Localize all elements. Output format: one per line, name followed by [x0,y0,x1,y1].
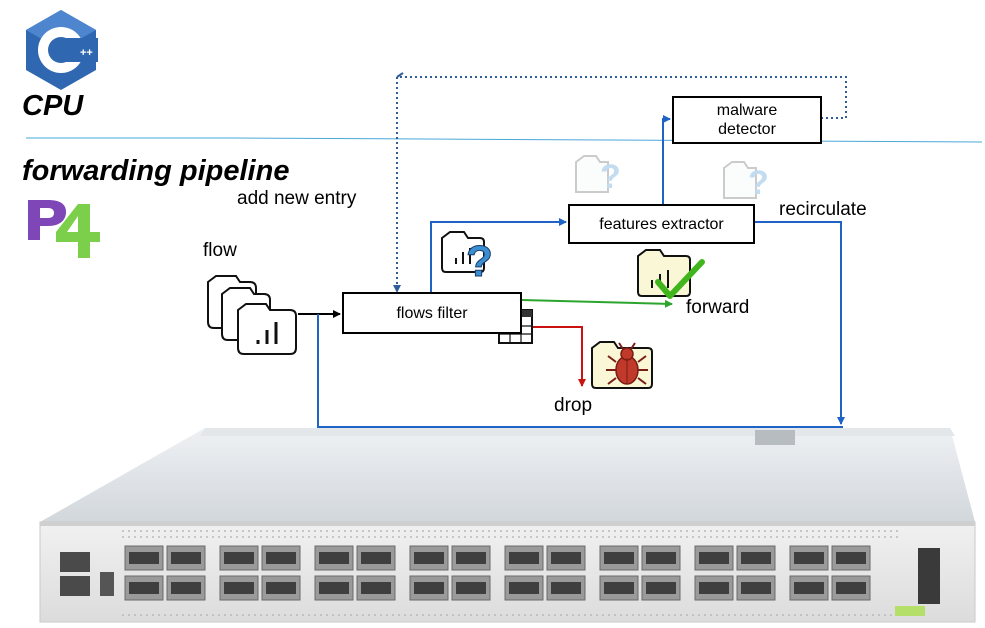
svg-text:?: ? [600,158,621,196]
switch-port-opening [224,582,254,594]
flow-stack-icon [207,275,297,355]
faded-query-folder-icon: ? [575,155,621,196]
switch-port-group [124,545,206,601]
switch-port-group [694,545,776,601]
recirculate-return-line [317,314,843,428]
svg-text:?: ? [466,237,493,286]
feedback-arrow-tip [396,72,404,78]
drop-label: drop [554,395,593,416]
add-entry-feedback-line [393,76,847,293]
add-new-entry-label: add new entry [237,188,357,209]
malware-detector-box: malware detector [672,96,822,144]
switch-port-opening [414,552,444,564]
switch-port-group [409,545,491,601]
switch-port-group [219,545,301,601]
switch-port-opening [456,582,486,594]
switch-port-opening [741,552,771,564]
check-folder-icon [637,249,705,299]
switch-port-opening [794,552,824,564]
network-switch-image [39,428,976,623]
recirculate-label: recirculate [779,199,867,220]
flows-filter-box: flows filter [342,292,522,334]
query-folder-icon: ? [441,231,493,287]
cpu-label: CPU [22,90,84,122]
bug-folder-icon [591,341,653,389]
p4-logo-icon [28,200,100,258]
switch-port-opening [551,552,581,564]
switch-port-opening [129,552,159,564]
switch-port-opening [224,552,254,564]
switch-port-opening [836,582,866,594]
switch-port-opening [646,582,676,594]
switch-port-opening [171,582,201,594]
cpp-logo-icon: ++ [26,10,98,90]
switch-port-opening [509,552,539,564]
cpu-divider-right [232,137,983,143]
filter-to-extractor-arrow [430,218,567,292]
switch-port-opening [699,582,729,594]
switch-port-opening [266,582,296,594]
switch-port-group [599,545,681,601]
switch-port-opening [319,552,349,564]
switch-port-group [789,545,871,601]
switch-port-opening [646,552,676,564]
switch-port-opening [836,552,866,564]
switch-port-opening [741,582,771,594]
switch-port-opening [361,552,391,564]
switch-port-opening [509,582,539,594]
recirculate-arrow [755,221,845,425]
switch-port-group [314,545,396,601]
switch-port-opening [604,582,634,594]
switch-port-opening [319,582,349,594]
svg-text:?: ? [748,164,769,202]
switch-port-group [504,545,586,601]
features-extractor-box: features extractor [568,204,755,244]
switch-port-opening [266,552,296,564]
switch-port-opening [604,552,634,564]
drop-arrow [532,326,586,387]
forward-arrow [521,299,673,308]
forward-label: forward [686,297,750,318]
switch-port-opening [361,582,391,594]
switch-port-opening [551,582,581,594]
switch-port-opening [171,552,201,564]
extractor-to-detector-arrow [662,115,671,204]
switch-port-opening [794,582,824,594]
switch-port-opening [456,552,486,564]
switch-port-opening [414,582,444,594]
flow-label: flow [203,240,237,261]
svg-text:++: ++ [80,47,93,59]
pipeline-label: forwarding pipeline [22,155,290,187]
switch-port-opening [129,582,159,594]
faded-query-folder-icon-2: ? [723,161,769,202]
switch-port-opening [699,552,729,564]
